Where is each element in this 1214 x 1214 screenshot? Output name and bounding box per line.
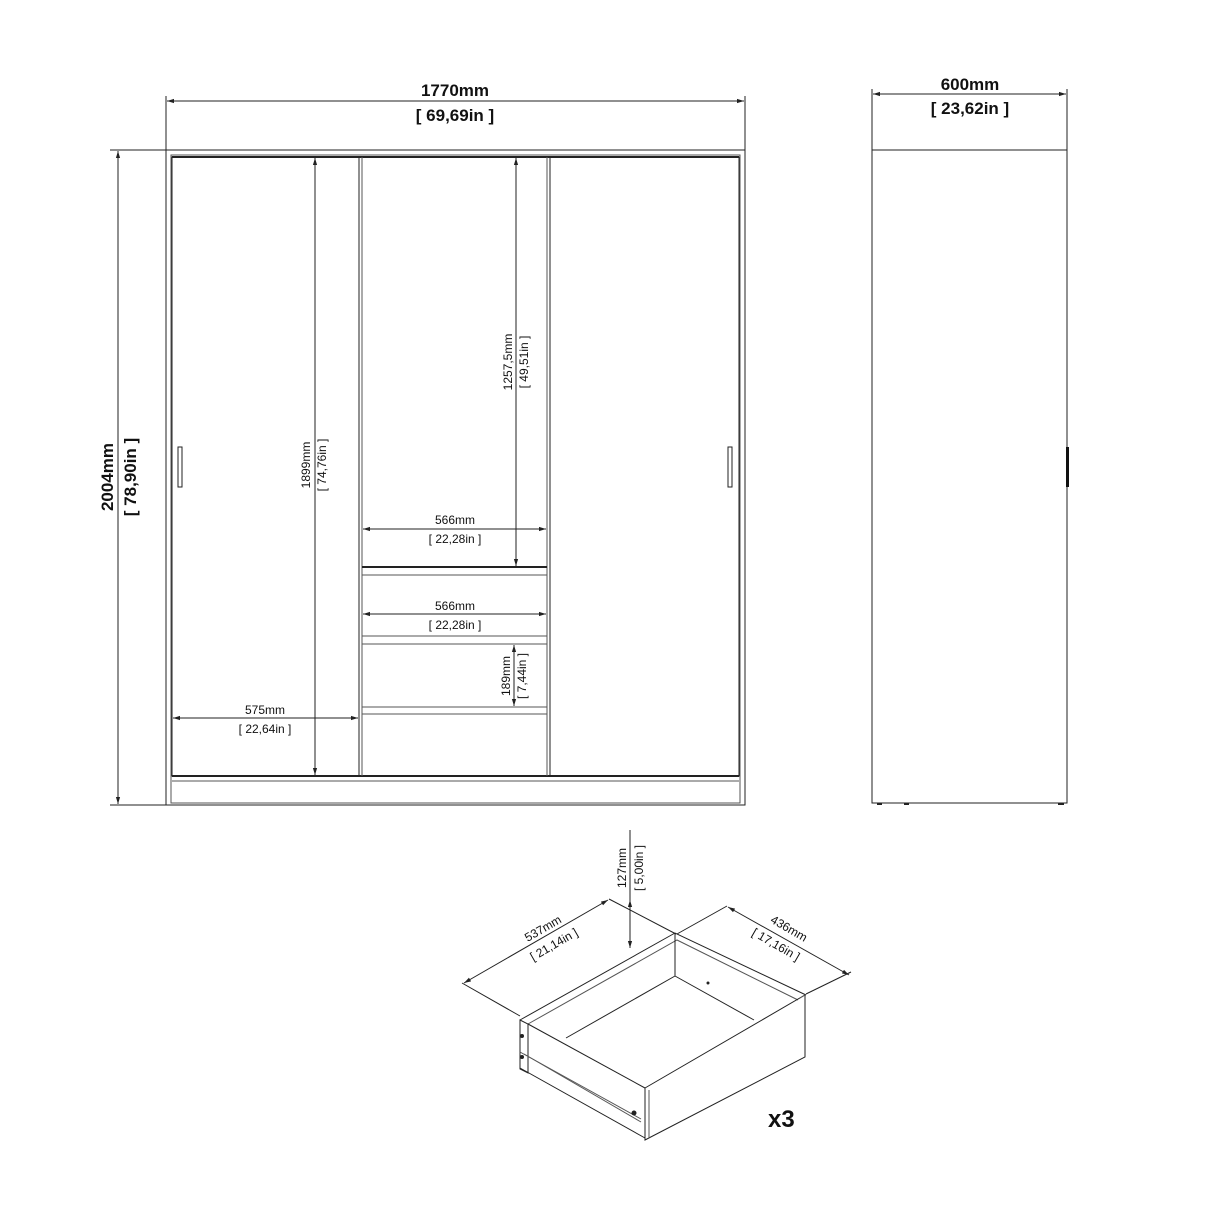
right-door [549,156,740,777]
overall-width-dimension: 1770mm [ 69,69in ] [165,81,746,150]
side-outline [871,149,1068,804]
svg-text:575mm: 575mm [245,703,285,717]
door-width-dimension: 575mm [ 22,64in ] [173,703,358,736]
left-door [171,156,360,777]
depth-in-label: [ 23,62in ] [931,99,1009,118]
shelf-width-dimension-1: 566mm [ 22,28in ] [363,513,546,546]
svg-text:[ 49,51in ]: [ 49,51in ] [517,336,531,389]
height-in-label: [ 78,90in ] [121,438,140,516]
svg-text:566mm: 566mm [435,513,475,527]
drawer-quantity-label: x3 [768,1106,795,1133]
overall-height-dimension: 2004mm [ 78,90in ] [98,149,166,806]
svg-text:[ 7,44in ]: [ 7,44in ] [515,653,529,699]
front-view: 1770mm [ 69,69in ] 2004mm [ 78,90in ] [98,81,746,806]
cabinet-outline [165,149,746,806]
height-mm-label: 2004mm [98,443,117,511]
right-door-handle [727,446,733,488]
svg-text:[ 22,28in ]: [ 22,28in ] [429,532,482,546]
width-in-label: [ 69,69in ] [416,106,494,125]
svg-text:566mm: 566mm [435,599,475,613]
svg-text:1899mm: 1899mm [299,442,313,489]
svg-text:[ 5,00in ]: [ 5,00in ] [632,845,646,891]
side-handle [1066,447,1069,487]
width-mm-label: 1770mm [421,81,489,100]
compartment-height-dimension: 1257,5mm [ 49,51in ] [501,158,531,566]
drawer-front-height-dimension: 189mm [ 7,44in ] [499,645,529,706]
shelf-width-dimension-2: 566mm [ 22,28in ] [363,599,546,632]
door-height-dimension: 1899mm [ 74,76in ] [299,158,329,775]
left-door-handle [177,446,183,488]
side-view: 600mm [ 23,62in ] [871,75,1069,805]
svg-text:189mm: 189mm [499,656,513,696]
drawer-isometric: 127mm [ 5,00in ] 537mm [ 21,14in ] 436mm… [461,830,852,1141]
drawer-front-panel [644,994,806,1141]
svg-text:[ 22,64in ]: [ 22,64in ] [239,722,292,736]
svg-text:1257,5mm: 1257,5mm [501,334,515,391]
svg-text:[ 74,76in ]: [ 74,76in ] [315,439,329,492]
svg-text:[ 22,28in ]: [ 22,28in ] [429,618,482,632]
svg-text:127mm: 127mm [615,848,629,888]
depth-mm-label: 600mm [941,75,1000,94]
